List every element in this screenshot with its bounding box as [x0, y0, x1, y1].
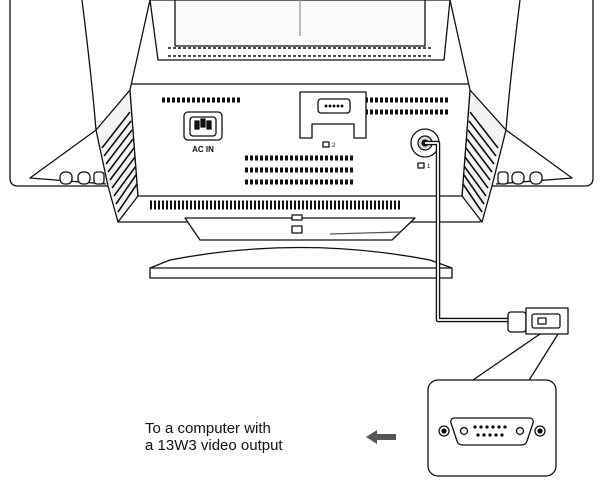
upper-vent-right	[365, 97, 450, 115]
left-vent-slots	[101, 111, 138, 213]
cable-connector	[507, 307, 569, 335]
video-port-icon	[322, 141, 330, 148]
ac-in-label: AC IN	[192, 145, 214, 154]
arrow-left-icon	[366, 430, 396, 444]
port-1-label: 1	[427, 164, 431, 170]
stand-base	[149, 246, 453, 279]
right-foot-tabs	[497, 171, 543, 185]
lower-vent	[245, 155, 355, 185]
top-vent-frame	[149, 0, 451, 61]
port-2-label: 2	[332, 143, 336, 149]
left-foot-tabs	[59, 171, 105, 185]
port-13w3-illustration	[438, 417, 546, 446]
video-port-2	[299, 91, 367, 139]
caption-line-1: To a computer with	[145, 420, 271, 437]
caption-line-2: a 13W3 video output	[145, 437, 283, 454]
connection-caption: To a computer with a 13W3 video output	[145, 420, 360, 454]
power-inlet-icon	[183, 111, 223, 141]
top-vent-slots	[168, 47, 432, 57]
right-vent-slots	[462, 111, 499, 213]
monitor-left-vent-panel	[95, 89, 139, 223]
